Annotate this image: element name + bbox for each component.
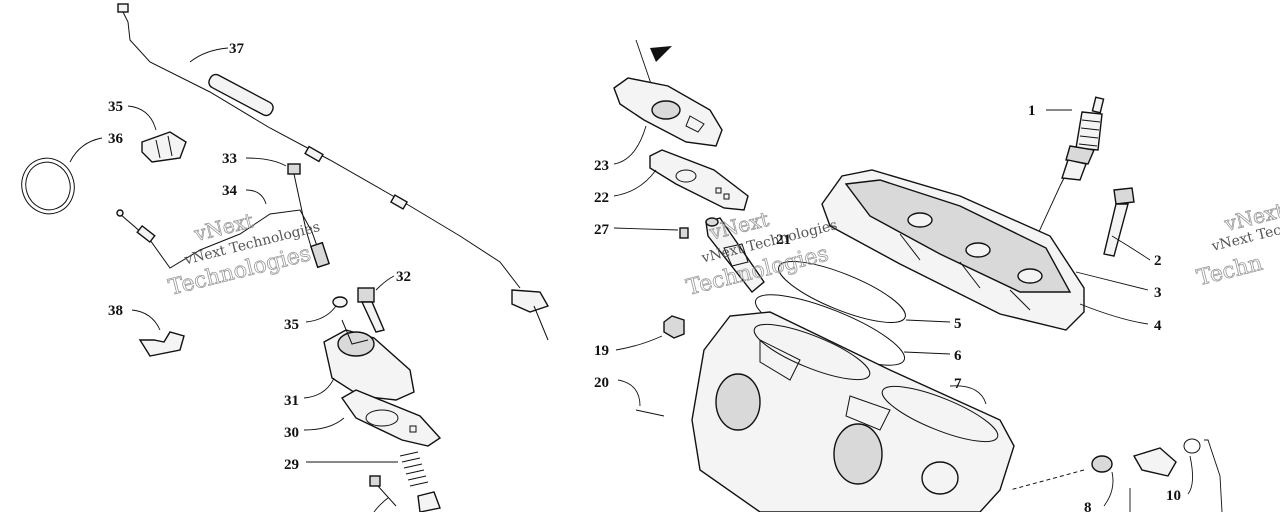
callout-10: 10 <box>1166 488 1181 504</box>
callout-31: 33 <box>222 151 237 167</box>
watermark-right: vNext vNext Tec Techn <box>1194 198 1280 292</box>
callout-2: 2 <box>1154 253 1162 269</box>
callout-17: 19 <box>594 343 609 359</box>
screw <box>369 475 441 512</box>
stud <box>635 409 665 417</box>
callout-27: 29 <box>284 457 299 473</box>
callout-28: 30 <box>284 425 299 441</box>
callout-5: 5 <box>954 316 962 332</box>
choke-cable <box>116 209 330 269</box>
carburetor-body <box>323 319 415 401</box>
gasket-plate <box>340 389 442 447</box>
head-bolt <box>1103 187 1135 257</box>
cylinder-head-cover <box>821 169 1085 331</box>
fuel-injector <box>1009 438 1201 491</box>
small-bolt <box>287 163 313 251</box>
cylinder-block <box>691 311 1015 512</box>
spring <box>399 451 429 487</box>
mount-bolt <box>357 287 385 333</box>
callout-36: 36 <box>108 131 124 147</box>
sensor <box>705 217 765 293</box>
callout-7: 7 <box>954 376 962 392</box>
cable-clip <box>141 131 187 163</box>
callout-20: 21 <box>776 232 791 248</box>
callout-35: 35 <box>108 99 123 115</box>
intake-flange <box>613 77 723 147</box>
callout-23: 27 <box>594 222 610 238</box>
callout-34: 37 <box>229 41 245 57</box>
dowel-pin <box>679 227 689 239</box>
ring-clamp <box>21 157 75 215</box>
head-gasket-upper <box>778 261 906 323</box>
callout-37: 38 <box>108 303 123 319</box>
callout-30: 32 <box>396 269 411 285</box>
callout-3: 3 <box>1154 285 1162 301</box>
callout-6: 6 <box>954 348 962 364</box>
callout-1: 1 <box>1028 103 1036 119</box>
throttle-cable <box>117 3 550 341</box>
watermark-right-bottom-fragment: Techn <box>1194 251 1265 291</box>
callout-21: 22 <box>594 190 609 206</box>
spark-plug <box>1059 96 1105 187</box>
watermark-left: vNext vNext Technologies Technologies <box>166 208 322 301</box>
callout-labels: 37 35 36 33 34 32 38 35 31 30 29 23 22 2… <box>108 41 1181 512</box>
callout-32: 34 <box>222 183 238 199</box>
callout-33: 35 <box>284 317 299 333</box>
washer <box>332 296 348 308</box>
callout-22: 23 <box>594 158 609 174</box>
callout-8: 8 <box>1084 500 1092 512</box>
bracket-clip <box>138 331 185 357</box>
flange-gasket <box>649 149 749 211</box>
nut <box>663 315 685 339</box>
callout-4: 4 <box>1154 318 1162 334</box>
callout-29: 31 <box>284 393 299 409</box>
callout-19: 20 <box>594 375 609 391</box>
